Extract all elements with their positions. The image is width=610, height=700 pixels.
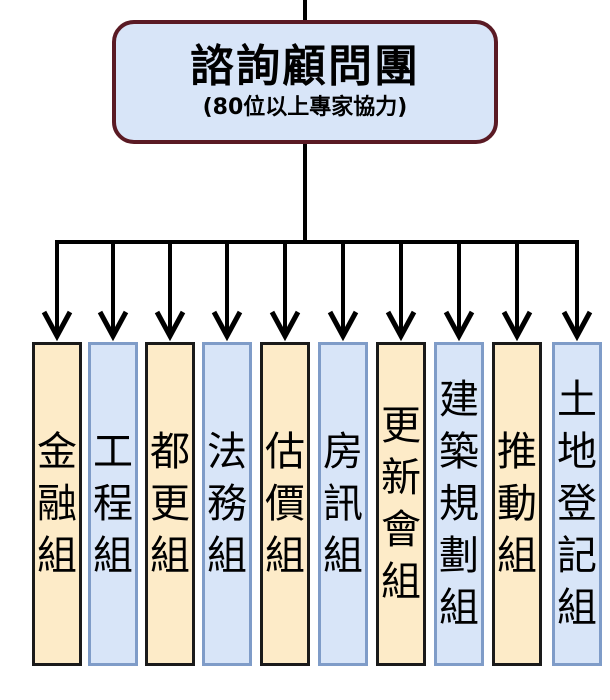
group-label-finance: 金融組: [37, 429, 77, 579]
group-label-legal: 法務組: [207, 429, 247, 579]
group-box-appraisal: 估價組: [260, 342, 310, 666]
group-box-land-registration: 土地登記組: [552, 342, 602, 666]
group-label-architecture-planning: 建築規劃組: [439, 377, 479, 631]
group-box-renewal-association: 更新會組: [376, 342, 426, 666]
group-label-urban-renewal: 都更組: [150, 429, 190, 579]
arrowhead-icon: [41, 310, 73, 342]
group-box-urban-renewal: 都更組: [145, 342, 195, 666]
group-box-housing-info: 房訊組: [318, 342, 368, 666]
group-box-finance: 金融組: [32, 342, 82, 666]
advisory-committee-subtitle: (80位以上專家協力): [202, 95, 408, 120]
arrowhead-icon: [269, 310, 301, 342]
arrowhead-icon: [385, 310, 417, 342]
arrowhead-icon: [501, 310, 533, 342]
group-label-housing-info: 房訊組: [323, 429, 363, 579]
arrowhead-icon: [561, 310, 593, 342]
arrowhead-icon: [327, 310, 359, 342]
group-label-appraisal: 估價組: [265, 429, 305, 579]
advisory-committee-box: 諮詢顧問團 (80位以上專家協力): [112, 20, 498, 144]
arrowhead-icon: [443, 310, 475, 342]
arrowhead-icon: [97, 310, 129, 342]
group-box-promotion: 推動組: [492, 342, 542, 666]
group-box-architecture-planning: 建築規劃組: [434, 342, 484, 666]
group-label-land-registration: 土地登記組: [557, 377, 597, 631]
group-label-engineering: 工程組: [93, 429, 133, 579]
group-box-engineering: 工程組: [88, 342, 138, 666]
group-box-legal: 法務組: [202, 342, 252, 666]
arrowhead-icon: [211, 310, 243, 342]
arrowhead-icon: [154, 310, 186, 342]
group-label-promotion: 推動組: [497, 429, 537, 579]
advisory-committee-title: 諮詢顧問團: [190, 40, 420, 92]
group-label-renewal-association: 更新會組: [381, 403, 421, 605]
